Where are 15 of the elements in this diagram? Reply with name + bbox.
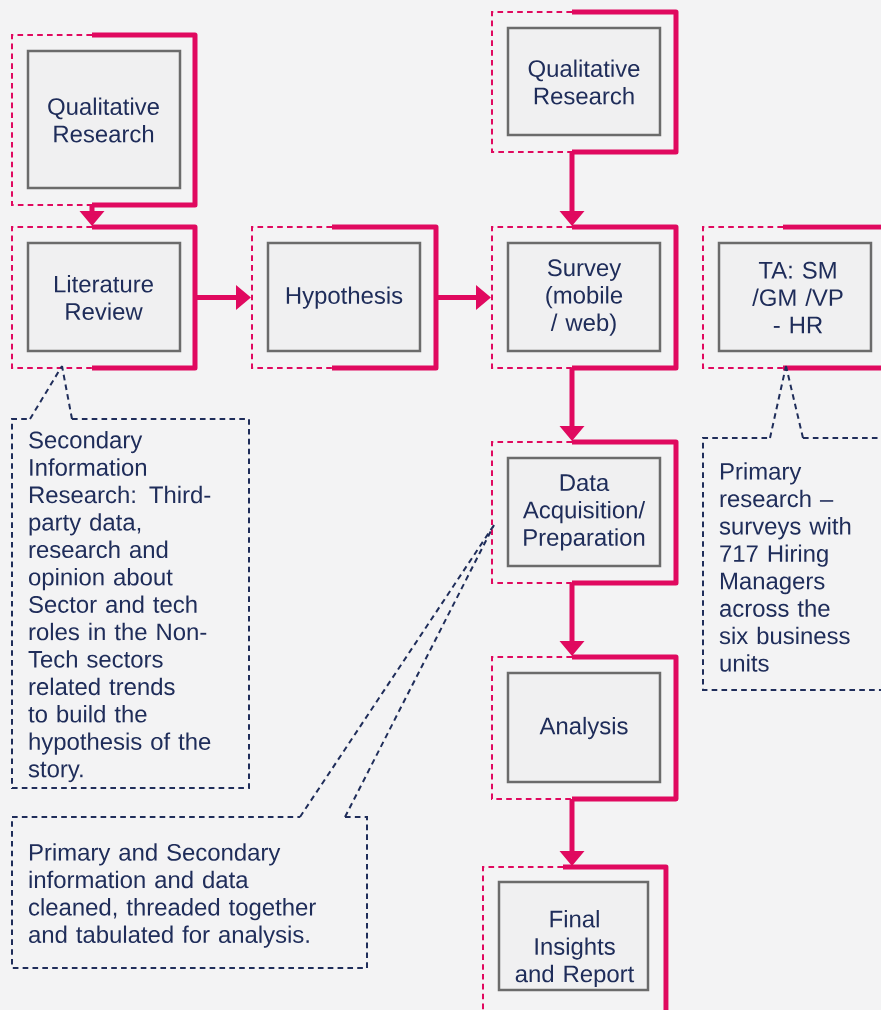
process-box: Analysis	[491, 654, 679, 802]
callout-box: Primary research – surveys with 717 Hiring Managers across the six business units	[702, 437, 881, 691]
process-box: Data Acquisition/ Preparation	[491, 439, 679, 586]
process-box: Hypothesis	[251, 224, 439, 371]
callout-pointer	[29, 365, 73, 420]
process-box: Final Insights and Report	[482, 864, 669, 1010]
callout-box: Secondary Information Research: Third-party data, research and opinion about Sector and tech roles in the Non-Tech sectors related trends to build the hypothesis of the story.	[11, 418, 250, 789]
process-box: Qualitative Research	[11, 32, 198, 208]
process-box: Survey (mobile / web)	[491, 224, 679, 371]
callout-pointer	[299, 524, 495, 818]
callout-box: Primary and Secondary information and data cleaned, threaded together and tabulated for analysis.	[11, 816, 368, 969]
callout-pointer	[769, 365, 804, 439]
process-box: TA: SM /GM /VP - HR	[702, 224, 881, 371]
process-box: Qualitative Research	[491, 9, 679, 155]
process-box: Literature Review	[11, 224, 198, 371]
